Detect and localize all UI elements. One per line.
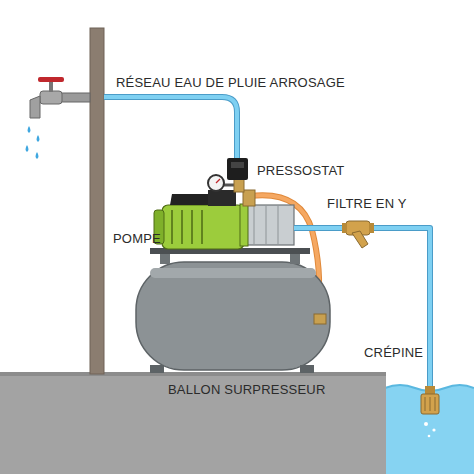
part-label: PRESSOSTAT <box>257 164 344 178</box>
rain-pipe <box>104 97 237 160</box>
wooden-post <box>90 28 104 374</box>
foot-valve-strainer <box>421 386 439 437</box>
water-drops <box>26 126 40 159</box>
part-label: CRÉPINE <box>364 346 423 360</box>
ground-slab <box>0 372 386 474</box>
part-label: FILTRE EN Y <box>327 197 407 211</box>
part-label: BALLON SURPRESSEUR <box>168 383 325 397</box>
water-body <box>385 385 474 474</box>
pipe-outline <box>294 228 430 388</box>
pressure-switch <box>227 158 248 192</box>
ground-edge <box>0 372 386 376</box>
garden-tap <box>30 77 90 118</box>
pressure-tank <box>136 250 330 373</box>
suction-pipe <box>294 228 430 388</box>
pipe-outline <box>104 97 237 160</box>
pump-motor <box>150 190 310 254</box>
pipe-label: RÉSEAU EAU DE PLUIE ARROSAGE <box>116 76 345 90</box>
part-label: POMPE <box>113 232 161 246</box>
y-filter <box>342 221 374 248</box>
